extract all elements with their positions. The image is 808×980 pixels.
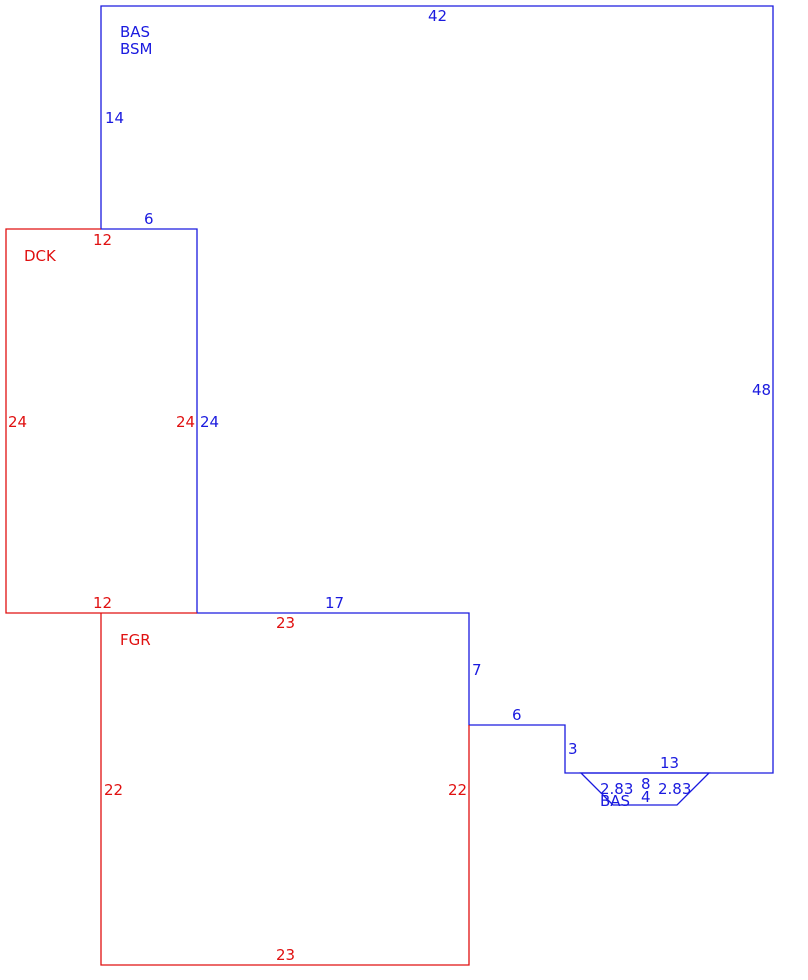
dim-main-top: 42 bbox=[428, 7, 447, 25]
dim-deck-bottom: 12 bbox=[93, 594, 112, 612]
deck-area-code: DCK bbox=[24, 247, 57, 265]
dim-garage-left: 22 bbox=[104, 781, 123, 799]
dim-main-step-down: 3 bbox=[568, 740, 578, 758]
dim-main-bottom-right: 13 bbox=[660, 754, 679, 772]
dim-main-notch-top: 6 bbox=[144, 210, 154, 228]
dim-garage-top: 23 bbox=[276, 614, 295, 632]
dim-garage-bottom: 23 bbox=[276, 946, 295, 964]
dim-deck-right: 24 bbox=[176, 413, 195, 431]
dim-deck-left: 24 bbox=[8, 413, 27, 431]
bay-area-code: BAS bbox=[600, 792, 630, 810]
area-code-bas: BAS bbox=[120, 23, 150, 41]
dim-bay-bottom: 4 bbox=[641, 788, 651, 806]
main-area-outline bbox=[100, 5, 774, 774]
deck-outline bbox=[5, 228, 197, 614]
dim-bay-depth: 8 bbox=[641, 775, 651, 793]
dim-main-right: 48 bbox=[752, 381, 771, 399]
garage-area-code: FGR bbox=[120, 631, 151, 649]
dim-main-notch-side: 24 bbox=[200, 413, 219, 431]
dim-bay-left: 2.83 bbox=[600, 780, 633, 798]
dim-main-step-side: 7 bbox=[472, 661, 482, 679]
dim-garage-right: 22 bbox=[448, 781, 467, 799]
garage-outline bbox=[100, 613, 470, 966]
bay-window-outline bbox=[579, 772, 711, 806]
area-code-bsm: BSM bbox=[120, 40, 153, 58]
dim-main-step-top: 6 bbox=[512, 706, 522, 724]
dim-bay-right: 2.83 bbox=[658, 780, 691, 798]
dim-main-mid-bottom: 17 bbox=[325, 594, 344, 612]
dim-deck-top: 12 bbox=[93, 231, 112, 249]
dim-main-left-upper: 14 bbox=[105, 109, 124, 127]
